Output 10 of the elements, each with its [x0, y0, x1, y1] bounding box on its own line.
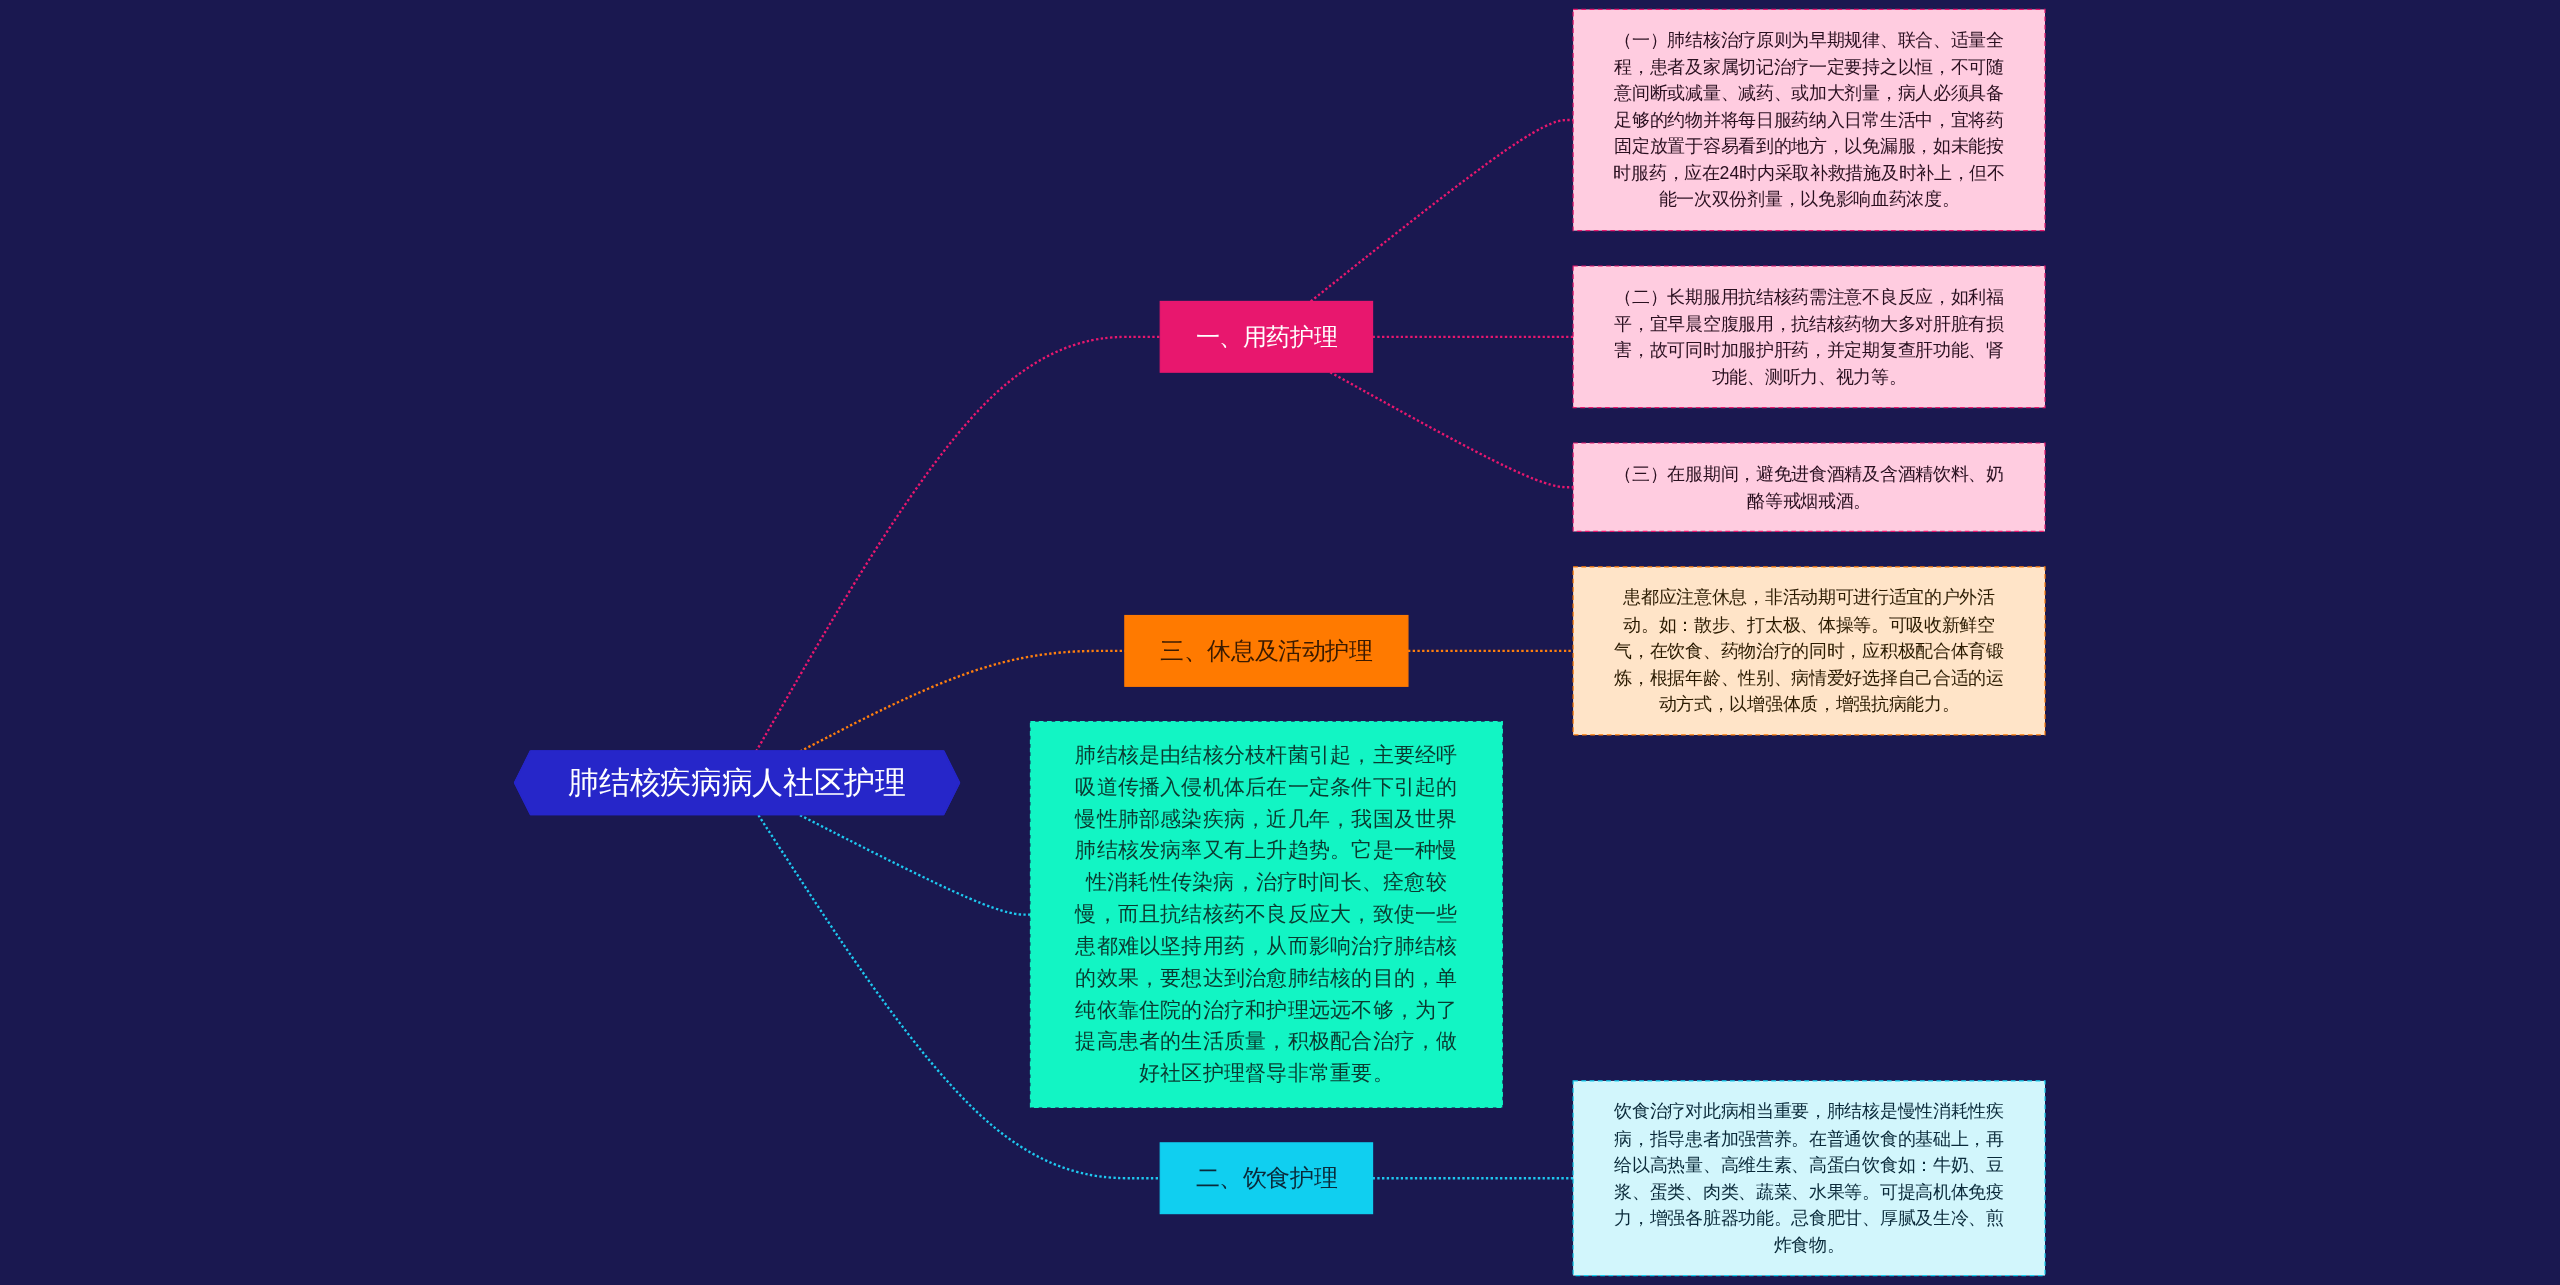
node-box: 二、饮食护理: [1159, 1142, 1374, 1215]
connector: [757, 814, 1161, 1180]
node-box: 肺结核是由结核分枝杆菌引起，主要经呼吸道传播入侵机体后在一定条件下引起的慢性肺部感染疾病，近几年，我国及世界肺结核发病率又有上升趋势。它是一种慢性消耗性传染病，治疗时间长、痊愈较慢，而且抗结核药不良反应大，致使一些患都难以坚持用药，从而影响治疗肺结核的效果，要想达到治愈肺结核的目的，单纯依靠住院的治疗和护理远远不够，为了提高患者的生活质量，积极配合治疗，做好社区护理督导非常重要。: [1030, 721, 1504, 1109]
node-box: （三）在服期间，避免进食酒精及含酒精饮料、奶酪等戒烟戒酒。: [1572, 442, 2046, 533]
node-box: （一）肺结核治疗原则为早期规律、联合、适量全程，患者及家属切记治疗一定要持之以恒，不可随意间断或减量、减药、或加大剂量，病人必须具备足够的约物并将每日服药纳入日常生活中，宜将药固定放置于容易看到的地方，以免漏服，如未能按时服药，应在24时内采取补救措施及时补上，但不能一次双份剂量，以免影响血药浓度。: [1572, 8, 2046, 232]
node-box: 三、休息及活动护理: [1124, 614, 1409, 687]
node-box: 一、用药护理: [1159, 300, 1374, 373]
node-box: （二）长期服用抗结核药需注意不良反应，如利福平，宜早晨空腹服用，抗结核药物大多对肝脏有损害，故可同时加服护肝药，并定期复查肝功能、肾功能、测听力、视力等。: [1572, 265, 2046, 409]
node-box: 饮食治疗对此病相当重要，肺结核是慢性消耗性疾病，指导患者加强营养。在普通饮食的基础上，再给以高热量、高维生素、高蛋白饮食如：牛奶、豆浆、蛋类、肉类、蔬菜、水果等。可提高机体免疫力，增强各脏器功能。忌食肥甘、厚腻及生冷、煎炸食物。: [1572, 1080, 2046, 1277]
node-box: 患都应注意休息，非活动期可进行适宜的户外活动。如：散步、打太极、体操等。可吸收新鲜空气，在饮食、药物治疗的同时，应积极配合体育锻炼，根据年龄、性别、病情爱好选择自己合适的运动方式，以增强体质，增强抗病能力。: [1572, 566, 2046, 736]
